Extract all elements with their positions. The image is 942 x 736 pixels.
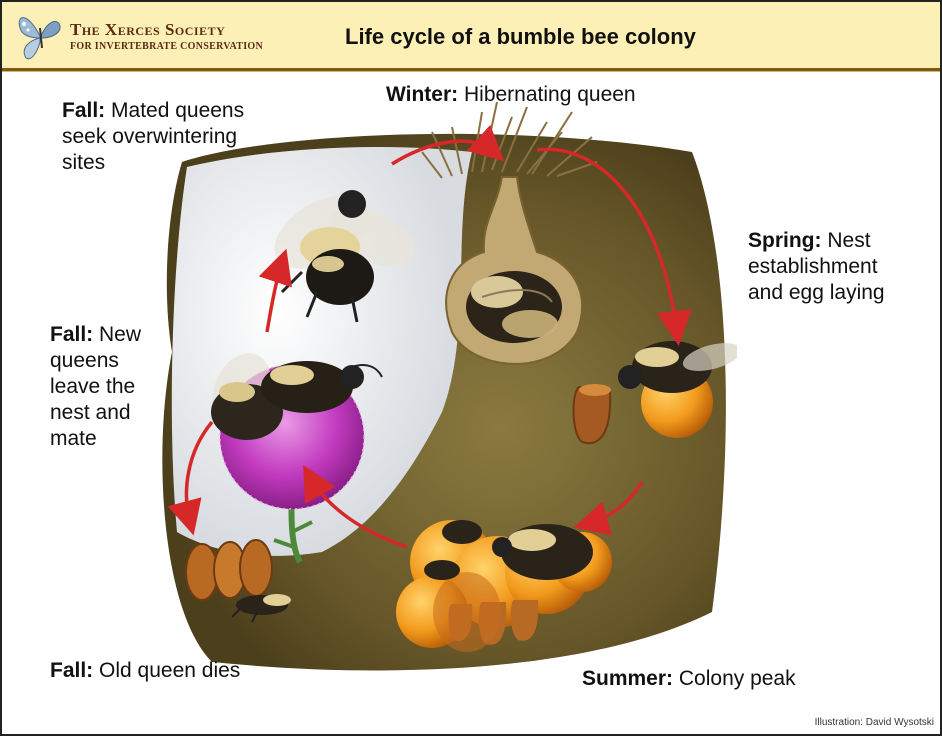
label-spring-line1: Nest [827,229,870,252]
label-fall-new-line2: queens [50,348,141,374]
label-fall-new-line3: leave the [50,374,141,400]
life-cycle-illustration [152,92,737,682]
label-spring-line2: establishment [748,254,885,280]
label-summer: Summer: Colony peak [582,666,796,692]
logo-name: The Xerces Society [70,20,225,40]
label-spring-line3: and egg laying [748,280,885,306]
label-fall-mated-line3: sites [62,150,244,176]
label-fall-new-season: Fall: [50,323,93,346]
label-fall-mated-line2: seek overwintering [62,124,244,150]
label-spring-season: Spring: [748,229,822,252]
label-winter-text: Hibernating queen [464,83,636,106]
label-fall-new-line1: New [99,323,141,346]
label-winter-season: Winter: [386,83,458,106]
header-bar: The Xerces Society FOR INVERTEBRATE CONS… [2,2,942,70]
label-summer-season: Summer: [582,667,673,690]
illustration-credit: Illustration: David Wysotski [815,717,934,728]
hibernating-queen [466,271,562,343]
logo-tagline: FOR INVERTEBRATE CONSERVATION [70,41,263,52]
label-fall-old: Fall: Old queen dies [50,658,240,684]
xerces-logo: The Xerces Society FOR INVERTEBRATE CONS… [14,8,324,64]
header-divider-light [2,71,942,72]
page-title: Life cycle of a bumble bee colony [345,24,696,50]
label-fall-mated: Fall: Mated queens seek overwintering si… [62,98,244,176]
label-fall-new: Fall: New queens leave the nest and mate [50,322,141,452]
label-fall-new-line4: nest and [50,400,141,426]
label-fall-mated-season: Fall: [62,99,105,122]
butterfly-icon [14,8,66,64]
label-spring: Spring: Nest establishment and egg layin… [748,228,885,306]
label-winter: Winter: Hibernating queen [386,82,636,108]
label-summer-text: Colony peak [679,667,796,690]
label-fall-old-season: Fall: [50,659,93,682]
label-fall-mated-line1: Mated queens [111,99,244,122]
label-fall-new-line5: mate [50,426,141,452]
label-fall-old-text: Old queen dies [99,659,240,682]
